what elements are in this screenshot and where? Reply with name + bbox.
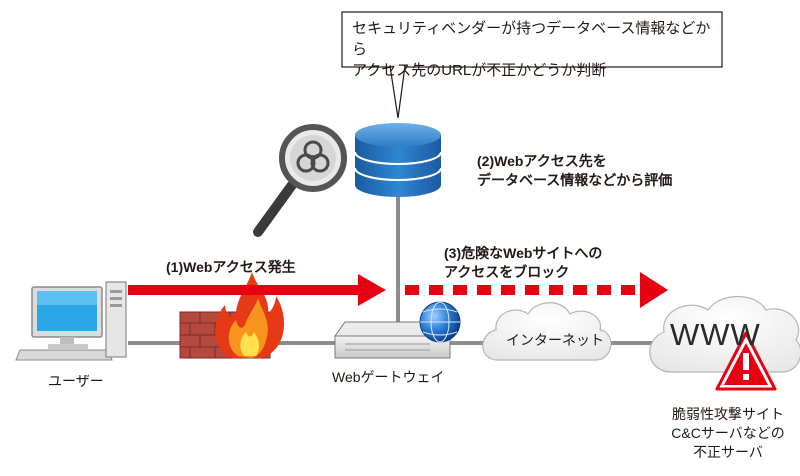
database-icon [354, 123, 442, 197]
fire-icon [215, 272, 285, 358]
step2-label: (2)Webアクセス先を データベース情報などから評価 [477, 153, 673, 188]
gateway-device-icon [334, 321, 451, 359]
step3-label: (3)危険なWebサイトへの アクセスをブロック [444, 245, 603, 280]
cloud-icon [482, 302, 612, 361]
globe-icon [419, 301, 461, 343]
target-server-label: 脆弱性攻撃サイト C&Cサーバなどの 不正サーバ [671, 406, 785, 460]
www-cloud-icon [649, 296, 800, 373]
gateway-label: Webゲートウェイ [332, 369, 445, 385]
computer-icon [15, 281, 127, 361]
internet-label: インターネット [506, 332, 604, 348]
warning-icon [715, 331, 777, 391]
callout-text: セキュリティベンダーが持つデータベース情報などから アクセス先のURLが不正かど… [352, 20, 711, 79]
access-arrow [128, 274, 386, 306]
block-arrow [405, 272, 668, 308]
callout-bubble [341, 11, 723, 119]
user-label: ユーザー [48, 373, 104, 389]
step1-label: (1)Webアクセス発生 [166, 259, 296, 275]
www-label: WWW [670, 317, 761, 352]
biohazard-magnifier-icon [253, 124, 347, 237]
